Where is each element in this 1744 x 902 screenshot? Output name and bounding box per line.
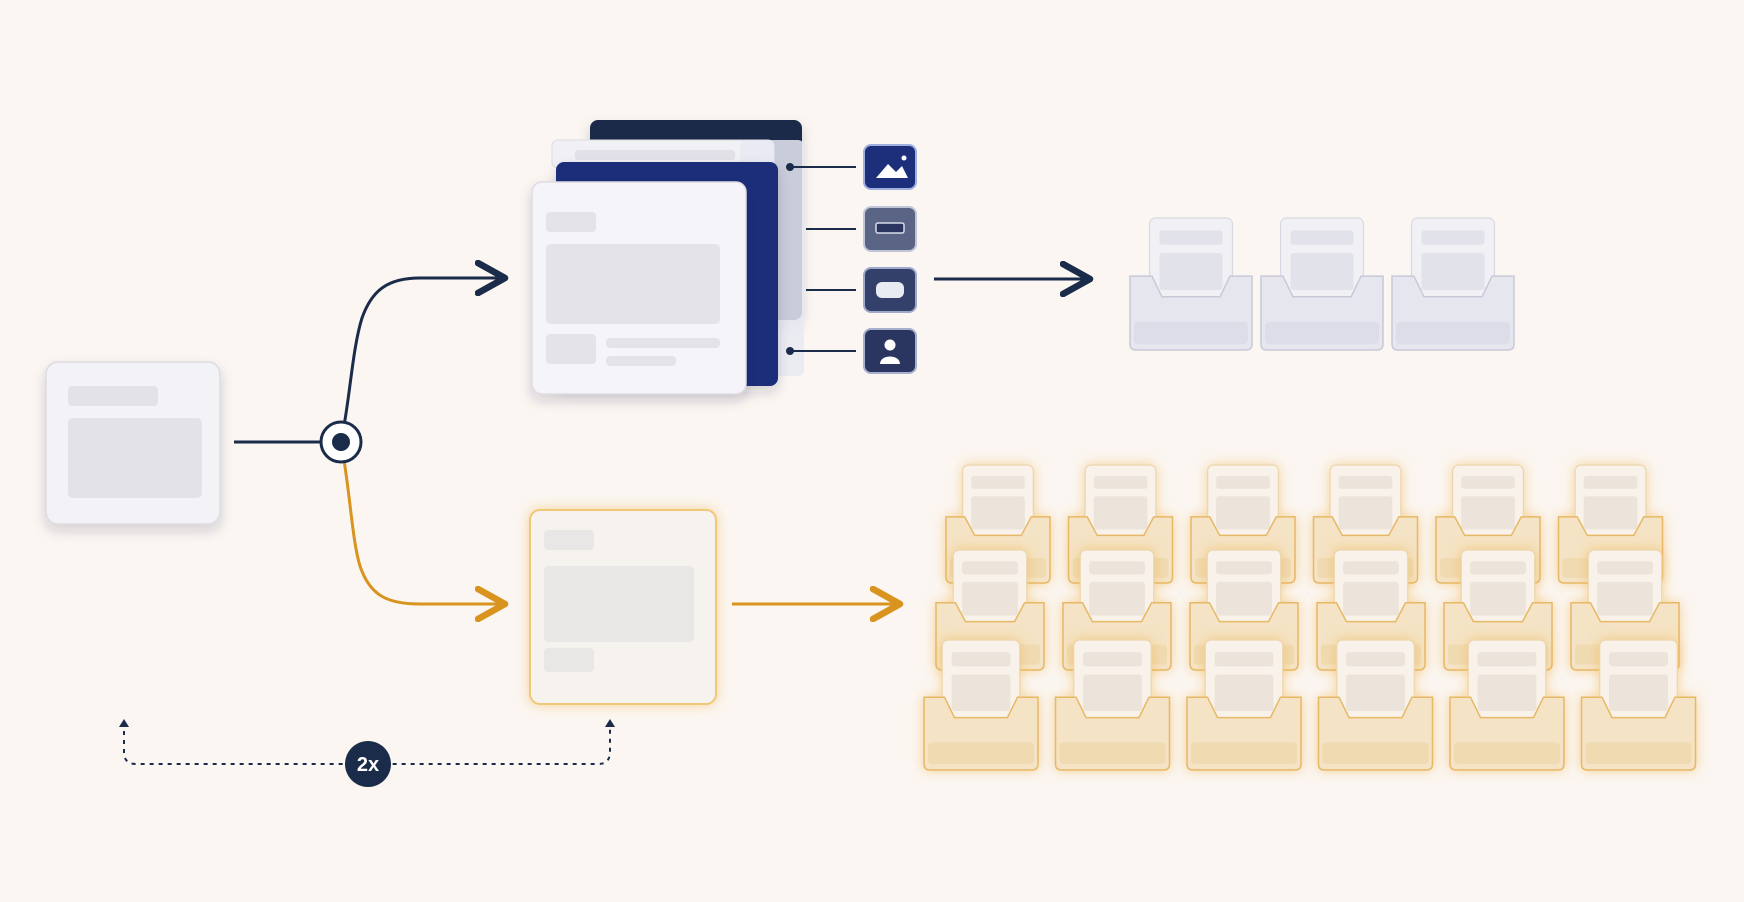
- lower-output-tray-grid: [923, 464, 1697, 771]
- upper-output-trays: [1129, 217, 1515, 351]
- multiplier-badge: [345, 741, 391, 787]
- multiplier-label: 2x: [357, 754, 379, 776]
- upper-tray: [1260, 217, 1384, 351]
- glowing-card: [529, 509, 717, 705]
- upper-tray: [1391, 217, 1515, 351]
- bar-icon: [863, 206, 917, 252]
- lower-branch-path: [339, 441, 505, 604]
- split-node: [319, 420, 363, 464]
- lower-tray: [1449, 639, 1565, 771]
- multiplier-bracket: 2x: [119, 719, 615, 787]
- layered-card-stack: [531, 120, 804, 395]
- layer-icon-connectors: [786, 163, 856, 355]
- image-icon: [863, 144, 917, 190]
- button-icon: [863, 267, 917, 313]
- lower-tray: [1186, 639, 1302, 771]
- source-card: [45, 361, 221, 525]
- lower-tray: [1580, 639, 1697, 771]
- lower-tray: [1054, 639, 1171, 771]
- lower-tray: [923, 639, 1039, 771]
- upper-branch-path: [339, 278, 505, 443]
- lower-tray: [1317, 639, 1434, 771]
- user-icon: [863, 328, 917, 374]
- front-layer-card: [531, 181, 747, 395]
- upper-tray: [1129, 217, 1253, 351]
